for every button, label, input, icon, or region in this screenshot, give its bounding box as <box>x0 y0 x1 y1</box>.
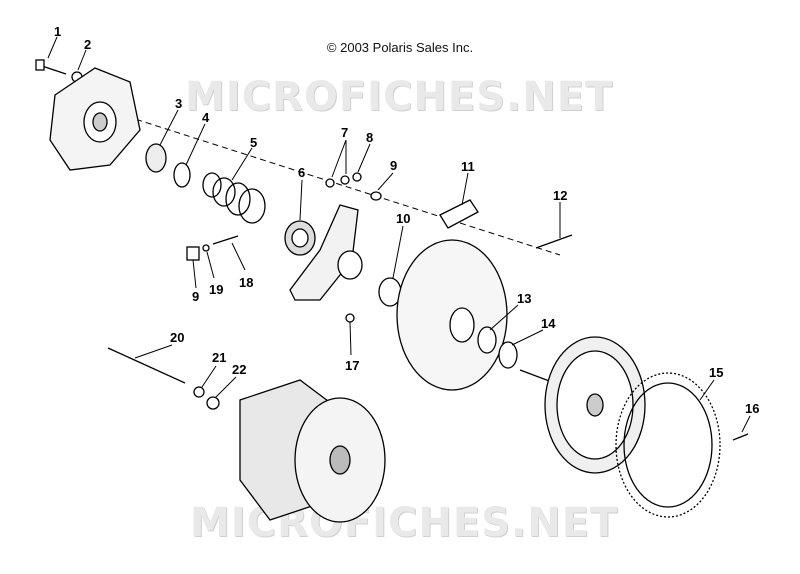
callout-22: 22 <box>232 362 246 377</box>
part-bushing-14 <box>498 341 518 369</box>
callout-4: 4 <box>202 110 210 125</box>
callout-10: 10 <box>396 211 410 226</box>
part-spring <box>202 172 266 224</box>
callout-13: 13 <box>517 291 531 306</box>
part-bushing-13 <box>477 326 497 354</box>
copyright-text: © 2003 Polaris Sales Inc. <box>326 40 474 55</box>
callout-7: 7 <box>341 125 348 140</box>
part-screw <box>732 433 749 441</box>
callout-9-top: 9 <box>390 158 397 173</box>
part-spider-arm <box>289 204 363 301</box>
callout-1: 1 <box>54 24 61 39</box>
part-clutch-assembly <box>239 379 386 523</box>
callout-labels: 1 2 3 4 5 6 7 8 9 9 10 11 12 13 14 15 16… <box>54 24 759 416</box>
part-washer-21 <box>193 386 205 398</box>
callout-5: 5 <box>250 135 257 150</box>
callout-11: 11 <box>461 159 475 174</box>
callout-3: 3 <box>175 96 182 111</box>
callout-17: 17 <box>345 358 359 373</box>
callout-6: 6 <box>298 165 305 180</box>
part-nut-22 <box>206 396 220 410</box>
part-fixed-sheave <box>519 336 646 474</box>
part-snap-ring <box>173 162 191 188</box>
leader-lines <box>47 36 751 433</box>
callout-19: 19 <box>209 282 223 297</box>
part-guide-pin <box>535 234 573 249</box>
part-bolt <box>35 59 67 75</box>
axis-line <box>59 94 561 256</box>
part-long-bolt <box>107 347 186 384</box>
part-spacers <box>325 172 362 188</box>
callout-8: 8 <box>366 130 373 145</box>
callout-20: 20 <box>170 330 184 345</box>
callout-18: 18 <box>239 275 253 290</box>
part-roller <box>284 220 316 256</box>
part-ring-gear <box>615 372 721 518</box>
watermark-top: MICROFICHES.NET <box>185 74 614 120</box>
callout-14: 14 <box>541 316 556 331</box>
callout-12: 12 <box>553 188 567 203</box>
part-clip <box>439 199 479 229</box>
callout-2: 2 <box>84 37 91 52</box>
part-cover <box>49 67 141 171</box>
callout-9-bottom: 9 <box>192 289 199 304</box>
callout-21: 21 <box>212 350 226 365</box>
callout-15: 15 <box>709 365 723 380</box>
part-sheave <box>396 239 508 391</box>
callout-16: 16 <box>745 401 759 416</box>
part-bushing <box>145 143 167 173</box>
part-rod-set <box>186 235 239 261</box>
part-nut <box>345 313 355 323</box>
part-pin <box>370 191 382 201</box>
